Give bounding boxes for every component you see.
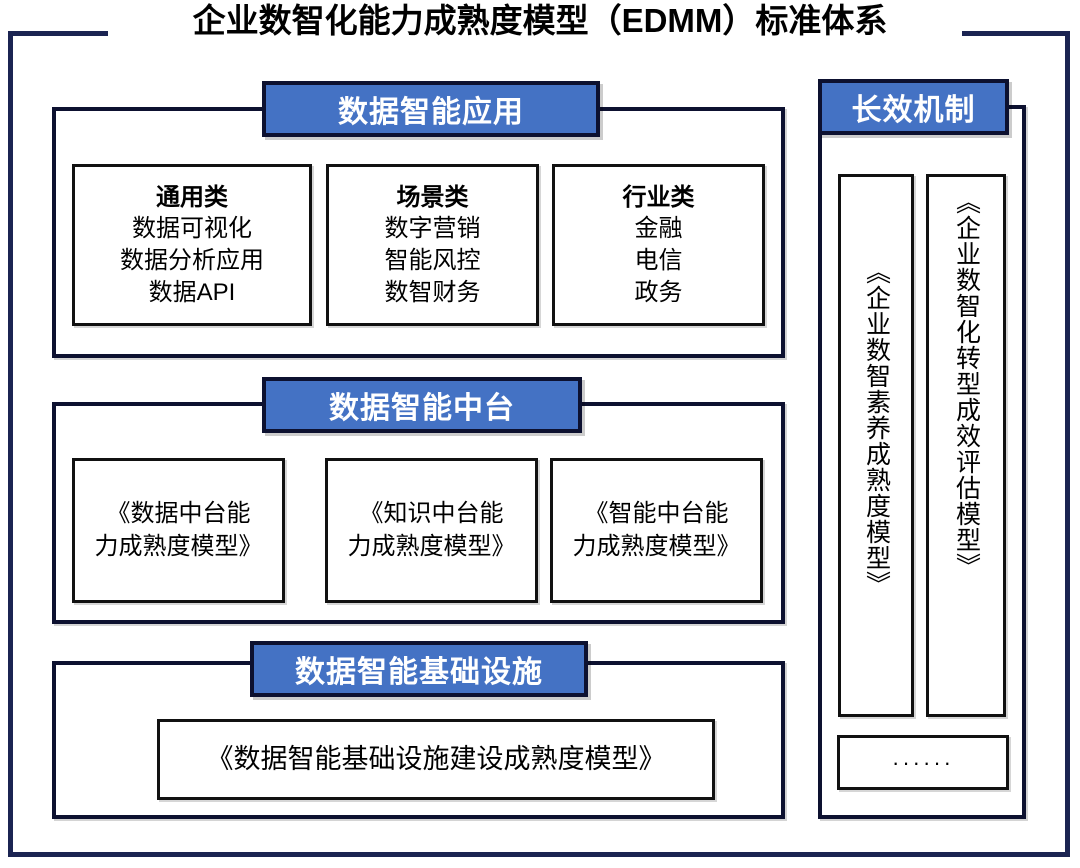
card-knowledge-midplatform-line-1: 《知识中台能 bbox=[359, 500, 504, 528]
banner-mechanism: 长效机制 bbox=[818, 79, 1009, 135]
card-scenario-line-3: 数智财务 bbox=[384, 278, 481, 306]
page-title: 企业数智化能力成熟度模型（EDMM）标准体系 bbox=[192, 2, 888, 39]
card-data-midplatform-line-2: 力成熟度模型》 bbox=[94, 532, 263, 560]
card-industry-line-1: 金融 bbox=[634, 215, 683, 243]
card-transformation-effectiveness-model[interactable]: 《企业数智化转型成效评估模型》 bbox=[926, 174, 1006, 717]
card-data-midplatform-line-1: 《数据中台能 bbox=[106, 500, 251, 528]
banner-infrastructure: 数据智能基础设施 bbox=[250, 641, 588, 697]
card-infrastructure-model-label: 《数据智能基础设施建设成熟度模型》 bbox=[206, 744, 666, 775]
card-ai-midplatform-line-1: 《智能中台能 bbox=[584, 500, 729, 528]
card-industry-category[interactable]: 行业类 金融 电信 政务 bbox=[552, 164, 765, 326]
card-scenario-title: 场景类 bbox=[396, 183, 469, 211]
card-scenario-category[interactable]: 场景类 数字营销 智能风控 数智财务 bbox=[326, 164, 539, 326]
card-general-line-2: 数据分析应用 bbox=[120, 247, 264, 274]
card-general-category[interactable]: 通用类 数据可视化 数据分析应用 数据API bbox=[72, 164, 312, 326]
card-transformation-effectiveness-label: 《企业数智化转型成效评估模型》 bbox=[952, 189, 981, 579]
card-digital-literacy-label: 《企业数智素养成熟度模型》 bbox=[862, 259, 891, 597]
card-infrastructure-model[interactable]: 《数据智能基础设施建设成熟度模型》 bbox=[157, 719, 715, 800]
banner-midplatform: 数据智能中台 bbox=[262, 377, 582, 433]
card-scenario-line-2: 智能风控 bbox=[384, 247, 481, 274]
card-general-title: 通用类 bbox=[156, 183, 228, 211]
card-knowledge-midplatform-label: 《知识中台能 力成熟度模型》 bbox=[328, 498, 535, 563]
card-ai-midplatform-line-2: 力成熟度模型》 bbox=[572, 532, 741, 560]
card-ai-midplatform-model[interactable]: 《智能中台能 力成熟度模型》 bbox=[550, 458, 763, 603]
frame-top-right-segment bbox=[962, 31, 1070, 36]
card-industry-line-2: 电信 bbox=[634, 247, 683, 274]
card-general-line-3: 数据API bbox=[148, 278, 236, 306]
frame-top-left-segment bbox=[8, 31, 108, 36]
card-data-midplatform-model[interactable]: 《数据中台能 力成熟度模型》 bbox=[72, 458, 285, 603]
card-digital-literacy-model[interactable]: 《企业数智素养成熟度模型》 bbox=[838, 174, 914, 717]
card-scenario-line-1: 数字营销 bbox=[384, 215, 481, 243]
card-industry-title: 行业类 bbox=[622, 183, 695, 211]
card-knowledge-midplatform-line-2: 力成熟度模型》 bbox=[347, 532, 516, 560]
card-more-placeholder[interactable]: ······ bbox=[837, 735, 1009, 790]
card-knowledge-midplatform-model[interactable]: 《知识中台能 力成熟度模型》 bbox=[325, 458, 538, 603]
card-ai-midplatform-label: 《智能中台能 力成熟度模型》 bbox=[553, 498, 760, 563]
card-industry-line-3: 政务 bbox=[634, 278, 683, 306]
more-ellipsis-label: ······ bbox=[892, 749, 954, 775]
card-data-midplatform-label: 《数据中台能 力成熟度模型》 bbox=[75, 498, 282, 563]
card-general-line-1: 数据可视化 bbox=[132, 215, 252, 243]
banner-application: 数据智能应用 bbox=[262, 81, 600, 137]
